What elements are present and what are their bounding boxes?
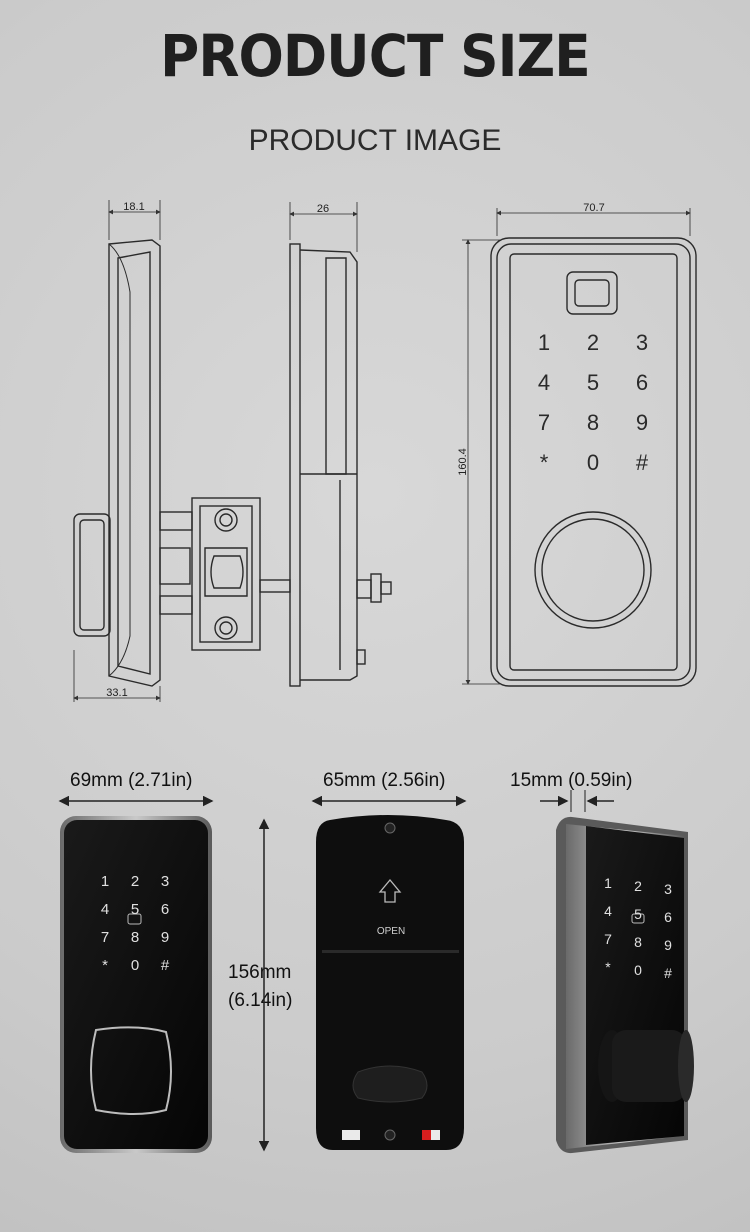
front-width-label: 69mm (2.71in) [70,770,193,791]
front-key-5: 5 [131,901,139,918]
drawing-key-2: 2 [587,330,599,355]
drawing-key-8: 8 [587,410,599,435]
front-key-7: 7 [101,929,109,946]
front-key-1: 1 [101,873,109,890]
front-keypad: 1 2 3 4 5 6 7 8 9 * 0 # [101,873,170,974]
front-key-10: * [102,957,108,974]
front-key-11: 0 [131,957,139,974]
front-view [462,208,697,687]
drawing-key-5: 5 [587,370,599,395]
page-title: PRODUCT SIZE [160,22,591,90]
front-key-9: 9 [161,929,169,946]
drawing-key-12: # [636,450,649,475]
side-key-12: # [664,965,672,981]
side-key-3: 3 [664,881,672,897]
side-key-2: 2 [634,878,642,894]
side-depth-label: 15mm (0.59in) [510,770,633,791]
side-key-7: 7 [604,931,612,947]
latch-plate [191,497,291,651]
side-key-8: 8 [634,934,642,950]
drawing-key-1: 1 [538,330,550,355]
indicator-red [422,1130,431,1140]
side-key-1: 1 [604,875,612,891]
dim-side-bottom: 33.1 [106,687,127,699]
side-key-10: * [605,959,611,975]
back-photo: OPEN [316,815,464,1150]
side-keypad: 1 2 3 4 5 6 7 8 9 * 0 # [604,875,672,981]
drawing-key-9: 9 [636,410,648,435]
drawing-key-3: 3 [636,330,648,355]
side-key-6: 6 [664,909,672,925]
page-subtitle: PRODUCT IMAGE [248,124,502,157]
battery-slot-left [342,1130,360,1140]
drawing-key-4: 4 [538,370,550,395]
side-view [73,200,193,702]
back-width-label: 65mm (2.56in) [323,770,446,791]
keypad: 1 2 3 4 5 6 7 8 9 * 0 # [538,330,649,475]
front-photo [60,816,212,1153]
drawing-key-11: 0 [587,450,599,475]
side-photo [556,816,694,1154]
dim-profile-depth: 26 [317,203,329,215]
open-label: OPEN [377,926,405,937]
front-key-12: # [161,957,170,974]
side-key-4: 4 [604,903,612,919]
dim-side-top: 18.1 [123,201,144,213]
drawing-key-10: * [540,450,549,475]
drawing-key-6: 6 [636,370,648,395]
drawing-key-7: 7 [538,410,550,435]
side-key-9: 9 [664,937,672,953]
side-key-11: 0 [634,962,642,978]
dim-front-width: 70.7 [583,202,604,214]
indicator-white [431,1130,440,1140]
front-key-8: 8 [131,929,139,946]
technical-drawing: 18.1 33.1 26 [73,200,697,702]
front-key-6: 6 [161,901,169,918]
front-key-4: 4 [101,901,109,918]
side-key-5: 5 [634,906,642,922]
dim-front-height: 160.4 [457,448,469,476]
front-key-2: 2 [131,873,139,890]
profile-view [289,202,392,687]
front-key-3: 3 [161,873,169,890]
